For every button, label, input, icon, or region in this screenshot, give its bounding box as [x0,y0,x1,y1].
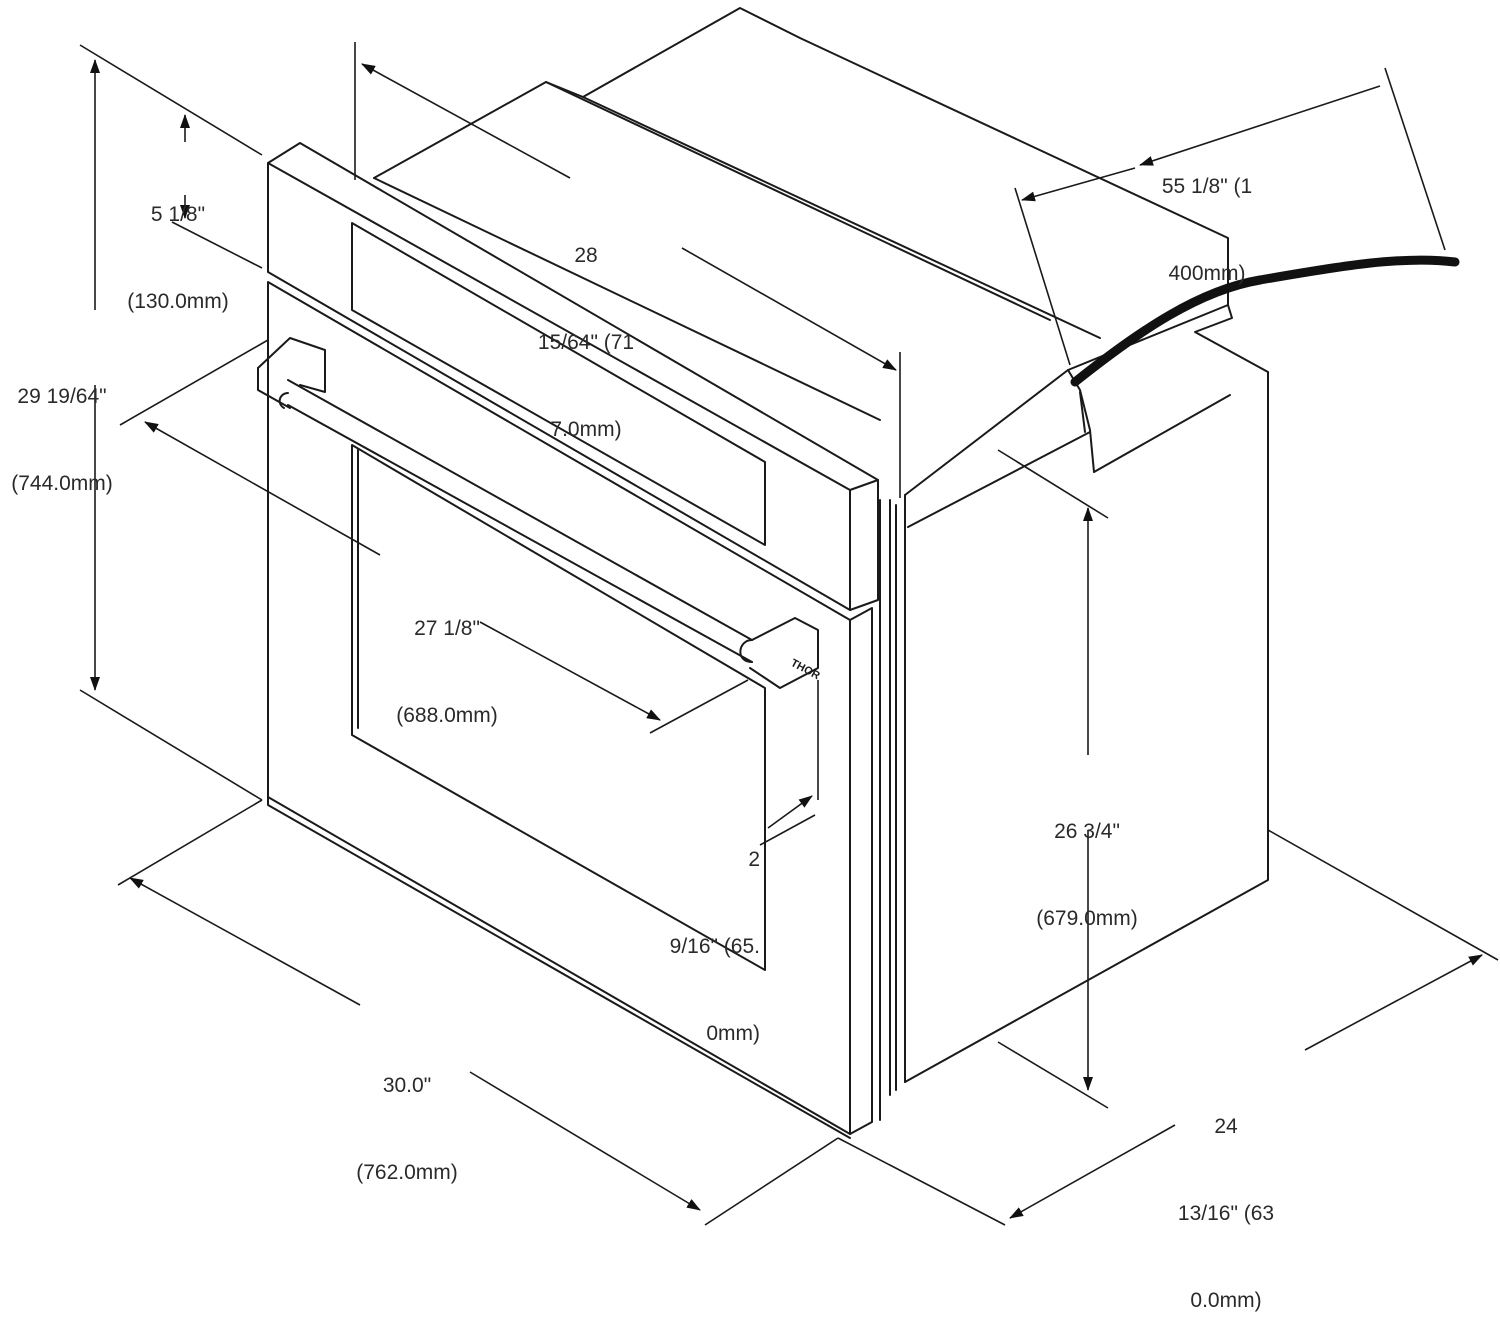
trim-height-metric: (130.0mm) [127,290,229,313]
side-depth-line-2: 13/16" (63 [1177,1202,1275,1225]
handle-projection-line-3: 0mm) [706,1022,760,1045]
cutout-height-label: 26 3/4" (679.0mm) [1036,759,1138,962]
handle-width-label: 27 1/8" (688.0mm) [396,556,498,759]
handle-width-metric: (688.0mm) [396,704,498,727]
oven-body-top [373,7,1229,421]
cutout-height-metric: (679.0mm) [1036,907,1138,930]
oven-side-panel [879,304,1269,1121]
trim-height-imperial: 5 1/8" [150,203,206,226]
overall-width-metric: (762.0mm) [356,1161,458,1184]
side-depth-line-1: 24 [1214,1115,1238,1138]
overall-height-imperial: 29 19/64" [17,385,107,408]
overall-height-label: 29 19/64" (744.0mm) [11,324,113,527]
side-depth-label: 24 13/16" (63 0.0mm) [1178,1054,1274,1344]
depth-top-label: 28 15/64" (71 7.0mm) [538,183,634,473]
overall-height-metric: (744.0mm) [11,472,113,495]
cutout-height-imperial: 26 3/4" [1054,820,1120,843]
cord-length-imperial: 55 1/8" (1 [1161,175,1253,198]
depth-top-line-1: 28 [574,244,598,267]
depth-top-line-3: 7.0mm) [550,418,622,441]
trim-height-label: 5 1/8" (130.0mm) [127,142,229,345]
side-depth-line-3: 0.0mm) [1190,1289,1262,1312]
handle-width-imperial: 27 1/8" [414,617,480,640]
control-panel [267,142,879,611]
power-cord [1070,255,1460,387]
overall-width-imperial: 30.0" [382,1074,432,1097]
cord-length-metric: 400mm) [1168,262,1246,285]
handle-projection-label: 2 9/16" (65. 0mm) [610,787,760,1077]
oven-door [267,281,873,1139]
dimension-lines [79,42,1499,1226]
door-handle [257,337,819,689]
oven-line-drawing: THOR [79,7,1499,1226]
oven-dimension-drawing: THOR [11,7,1499,1312]
handle-projection-line-2: 9/16" (65. [669,935,760,958]
brand-logo: THOR [789,657,822,682]
handle-projection-line-1: 2 [748,848,760,871]
cord-length-label: 55 1/8" (1 400mm) [1162,114,1252,317]
depth-top-line-2: 15/64" (71 [537,331,635,354]
overall-width-label: 30.0" (762.0mm) [356,1013,458,1216]
